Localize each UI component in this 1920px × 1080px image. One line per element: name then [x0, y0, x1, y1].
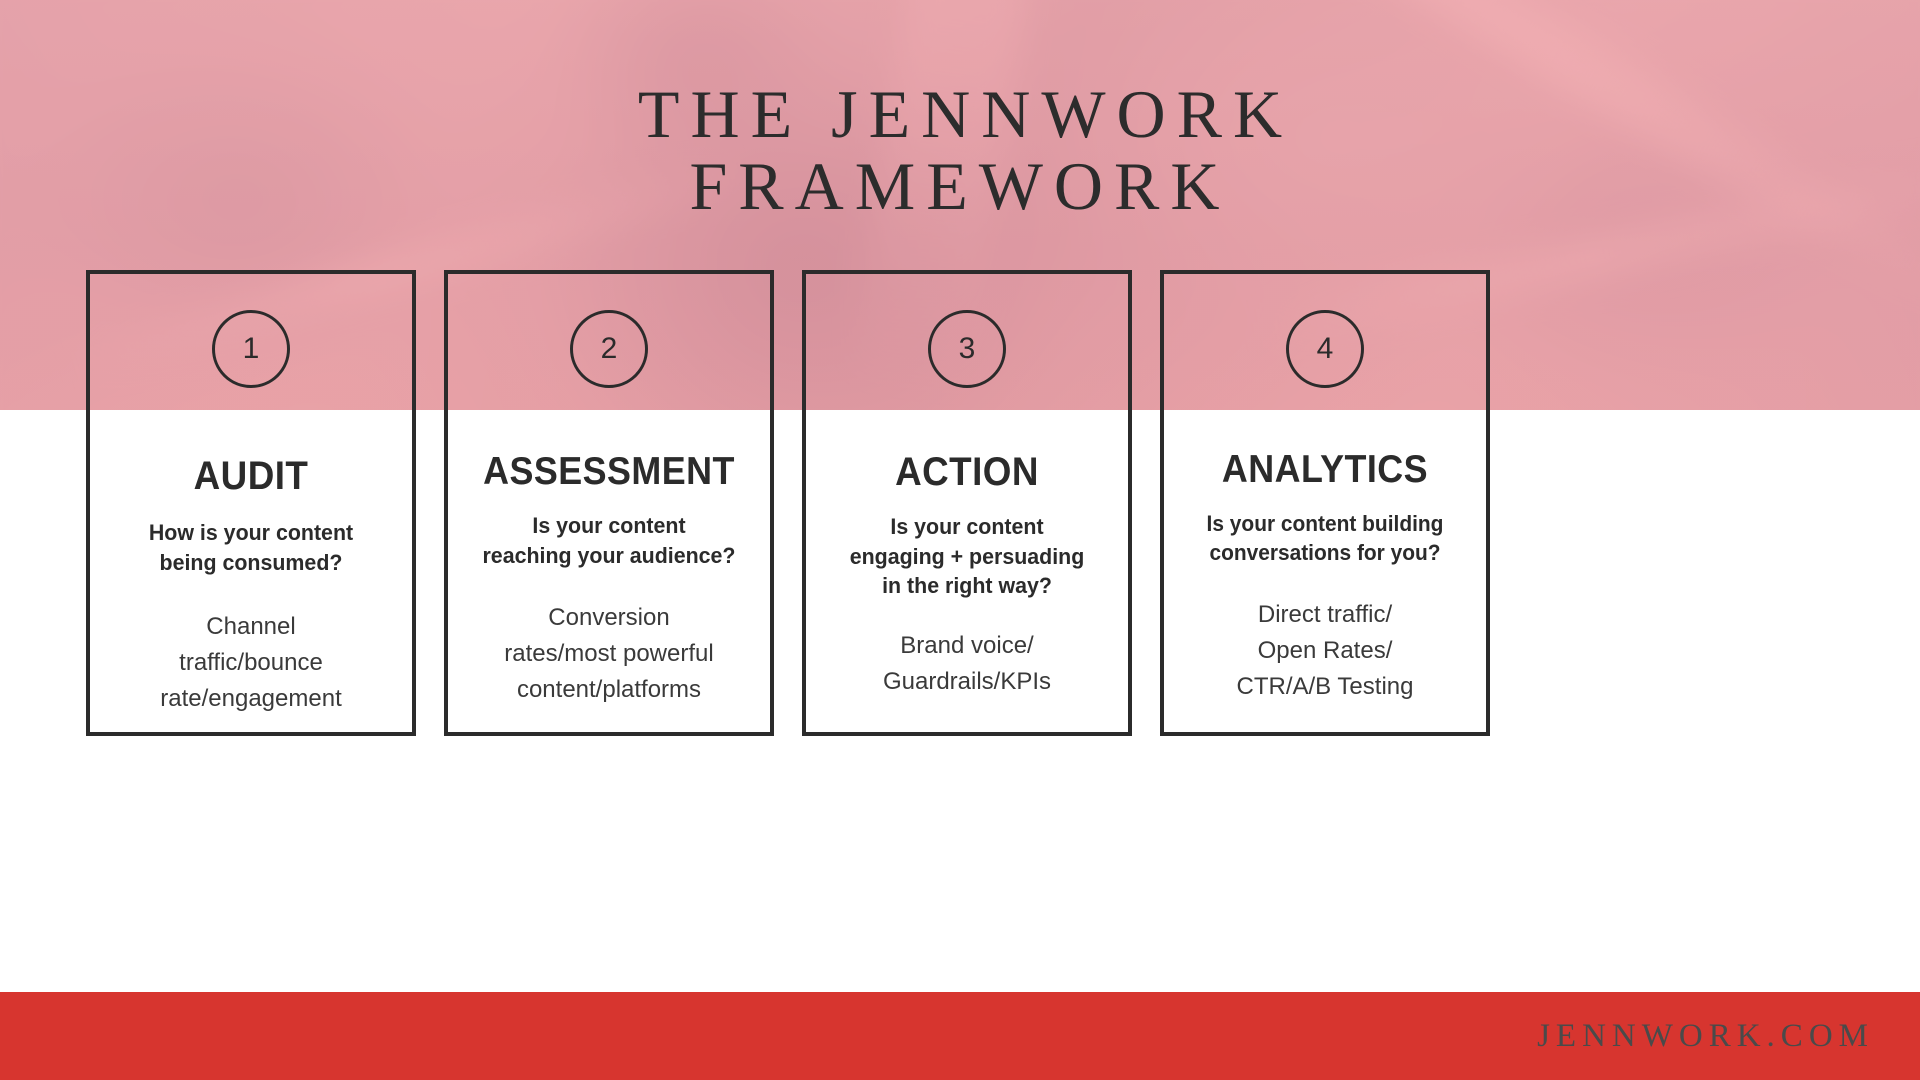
framework-steps: 1 AUDIT How is your content being consum…: [86, 270, 1834, 736]
footer-website-url: JENNWORK.COM: [1537, 1017, 1874, 1054]
card-heading: ASSESSMENT: [483, 450, 735, 493]
step-number-badge: 3: [928, 310, 1006, 388]
card-body: AUDIT How is your content being consumed…: [90, 388, 412, 717]
card-body: ANALYTICS Is your content building conve…: [1164, 388, 1486, 705]
step-number-label: 1: [242, 332, 260, 365]
step-number-label: 3: [958, 332, 976, 365]
framework-card-analytics: 4 ANALYTICS Is your content building con…: [1160, 270, 1490, 736]
card-body: ACTION Is your content engaging + persua…: [806, 388, 1128, 700]
card-heading: ANALYTICS: [1221, 448, 1429, 491]
step-number-badge: 4: [1286, 310, 1364, 388]
framework-card-audit: 1 AUDIT How is your content being consum…: [86, 270, 416, 736]
background-photo-band: [0, 0, 1920, 410]
card-body: ASSESSMENT Is your content reaching your…: [448, 388, 770, 708]
card-detail: Channel traffic/bounce rate/engagement: [160, 613, 342, 713]
card-question: Is your content reaching your audience?: [482, 513, 736, 568]
step-number-label: 2: [600, 332, 618, 365]
framework-card-action: 3 ACTION Is your content engaging + pers…: [802, 270, 1132, 736]
page-title: THE JENNWORK FRAMEWORK: [637, 76, 1294, 225]
card-question: Is your content engaging + persuading in…: [849, 514, 1085, 599]
card-detail: Direct traffic/ Open Rates/ CTR/A/B Test…: [1236, 601, 1414, 701]
step-number-badge: 2: [570, 310, 648, 388]
footer-bar: JENNWORK.COM: [0, 992, 1920, 1080]
step-number-label: 4: [1316, 332, 1334, 365]
framework-card-assessment: 2 ASSESSMENT Is your content reaching yo…: [444, 270, 774, 736]
card-detail: Brand voice/ Guardrails/KPIs: [882, 632, 1052, 696]
card-question: How is your content being consumed?: [148, 520, 354, 575]
step-number-badge: 1: [212, 310, 290, 388]
card-detail: Conversion rates/most powerful content/p…: [504, 604, 714, 704]
card-question: Is your content building conversations f…: [1206, 511, 1444, 566]
card-heading: ACTION: [895, 450, 1039, 494]
card-heading: AUDIT: [193, 454, 309, 498]
